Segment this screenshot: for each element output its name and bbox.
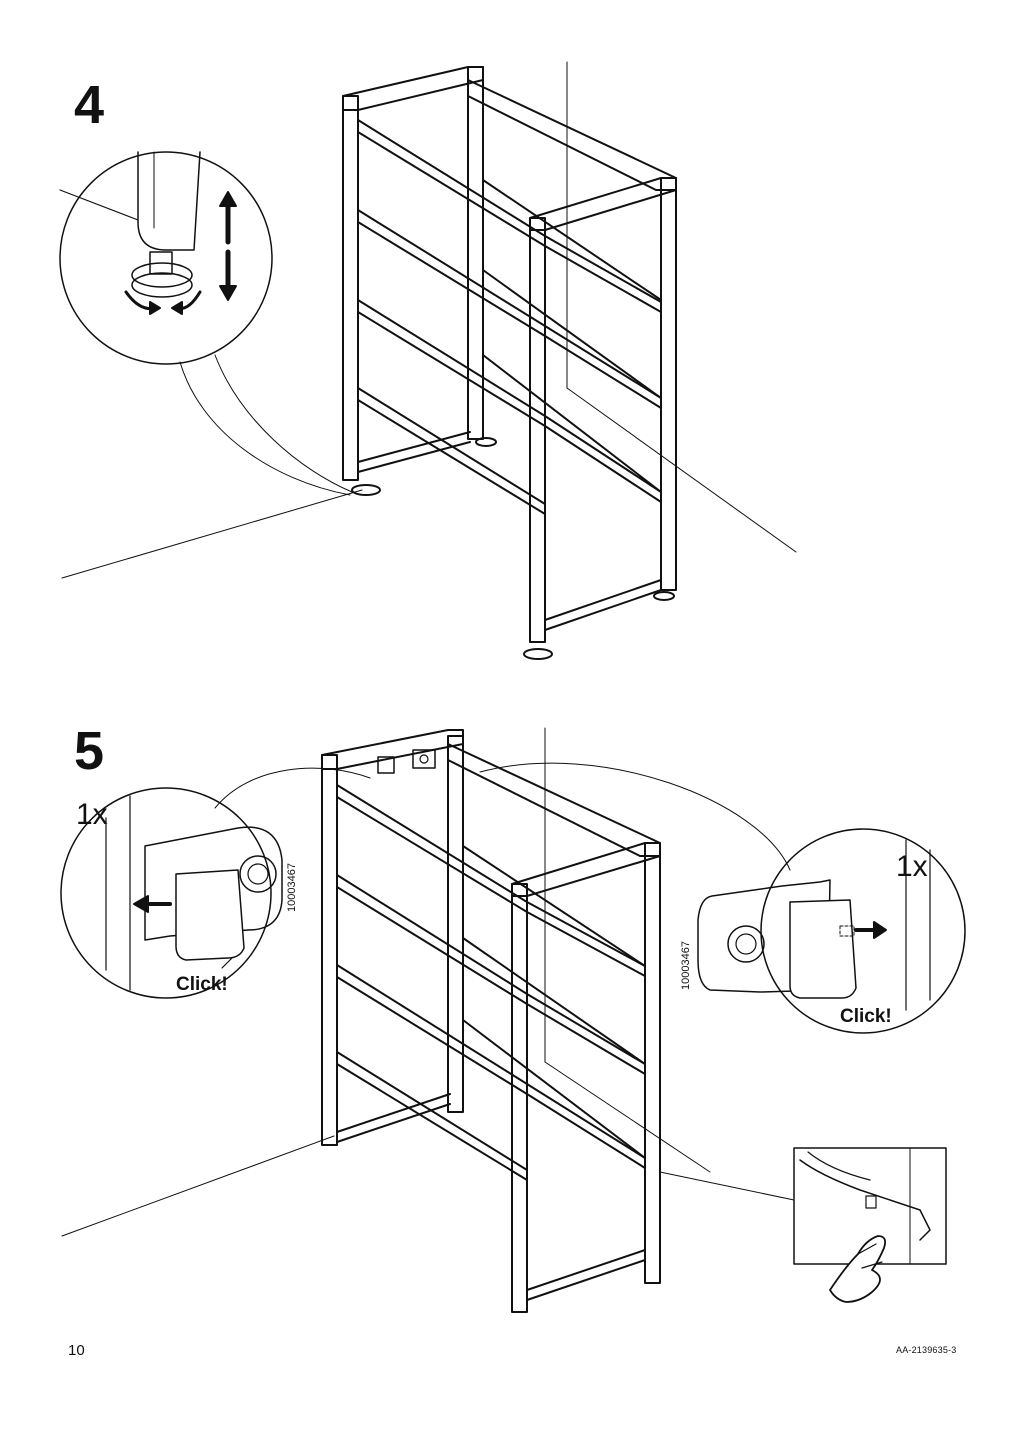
document-id: AA-2139635-3	[896, 1345, 957, 1355]
left-callout-quantity: 1x	[76, 798, 108, 831]
right-callout-part-number: 10003467	[680, 941, 692, 990]
left-callout-click-label: Click!	[176, 974, 228, 995]
step-4-illustration	[59, 61, 797, 660]
left-callout-part-number: 10003467	[286, 863, 298, 912]
step-number-5: 5	[74, 721, 105, 781]
step-number-4: 4	[74, 75, 105, 135]
step-5-illustration	[60, 727, 966, 1313]
page-number: 10	[68, 1342, 85, 1359]
right-callout-click-label: Click!	[840, 1006, 892, 1027]
right-callout-quantity: 1x	[896, 850, 928, 883]
